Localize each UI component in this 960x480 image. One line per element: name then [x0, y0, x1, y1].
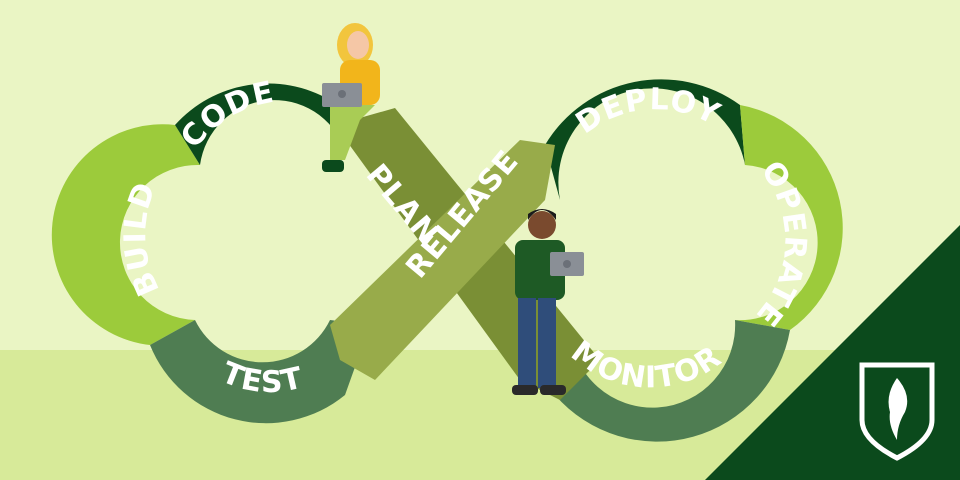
torch-shield-logo: [859, 362, 935, 461]
code-segment: [175, 83, 345, 165]
woman-face: [347, 31, 369, 59]
man-head: [528, 211, 556, 239]
man-right-leg: [538, 298, 556, 388]
woman-with-laptop: [322, 23, 380, 172]
man-right-shoe: [540, 385, 566, 395]
man-with-laptop: [512, 209, 584, 395]
man-left-leg: [518, 298, 536, 388]
operate-segment: [735, 105, 843, 330]
test-segment: [150, 320, 370, 424]
man-left-shoe: [512, 385, 538, 395]
man-hair: [528, 209, 556, 220]
right-loop: [545, 79, 843, 442]
woman-laptop-logo: [338, 90, 346, 98]
left-loop: [51, 83, 370, 424]
build-segment: [51, 124, 201, 345]
shield-outline: [859, 362, 935, 461]
man-laptop-logo: [563, 260, 571, 268]
monitor-segment: [555, 320, 790, 442]
woman-shoes: [322, 160, 344, 172]
torch-flame-icon: [888, 378, 908, 440]
release-band: [330, 140, 555, 380]
woman-pants: [330, 105, 375, 160]
